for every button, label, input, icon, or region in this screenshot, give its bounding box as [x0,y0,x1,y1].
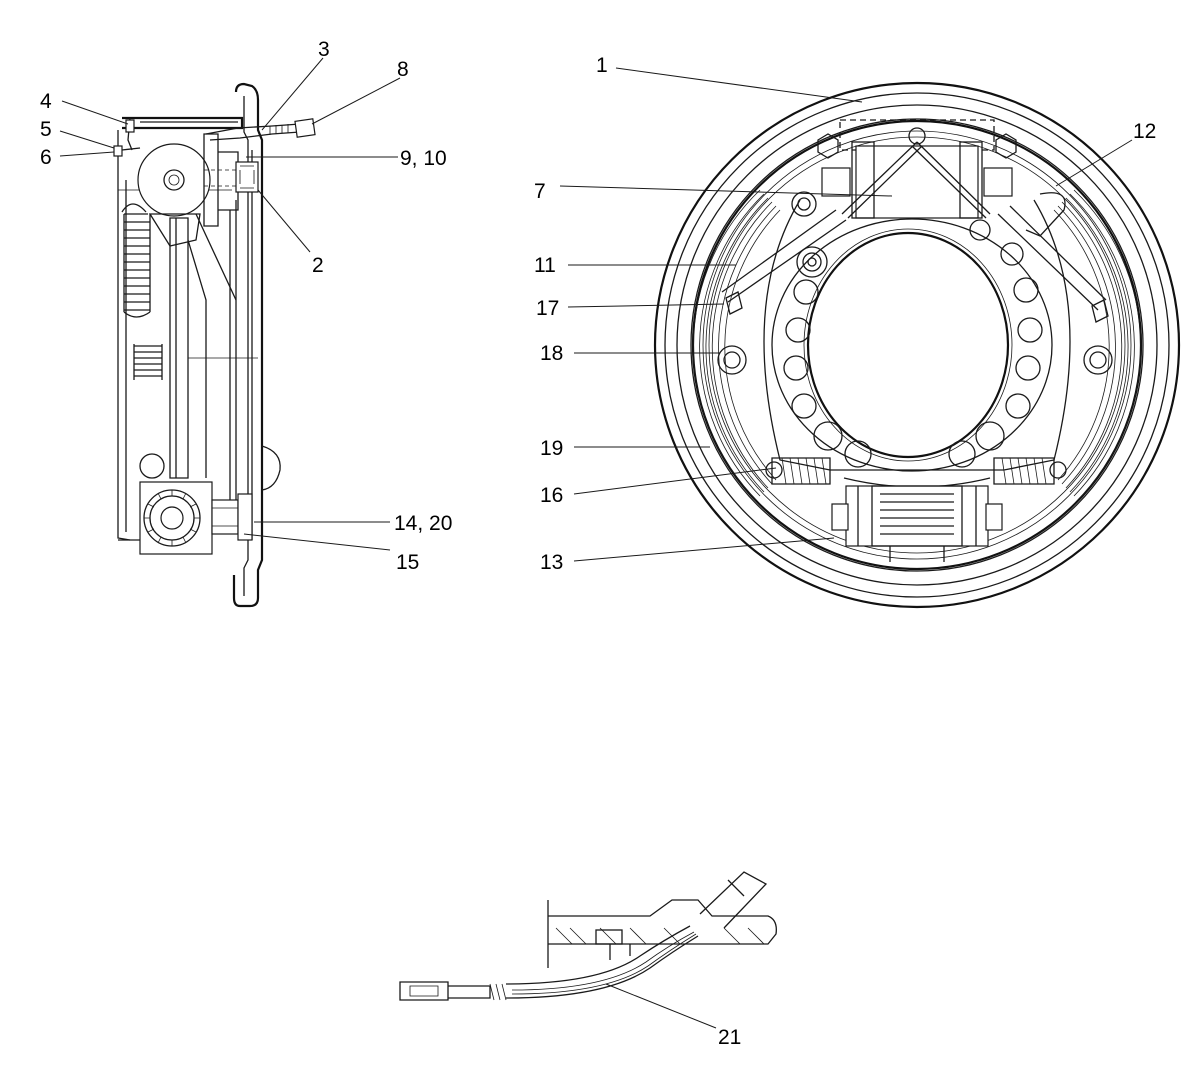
return-spring-upper [123,213,151,318]
adjuster-gear [143,489,201,547]
brake-lining-right [1053,189,1142,501]
callout-3: 3 [318,38,330,61]
front-view [653,81,1181,609]
callout-19: 19 [540,437,563,460]
callout-7: 7 [534,180,546,203]
callout-2: 2 [312,254,324,277]
callout-18: 18 [540,342,563,365]
small-spring [133,344,163,380]
callout-6: 6 [40,146,52,169]
callout-labels: 1 3 8 4 5 6 9, 10 2 7 12 11 17 18 19 16 … [40,38,1156,1049]
callout-4: 4 [40,90,52,113]
leader-lines [59,57,1133,1029]
callout-5: 5 [40,118,52,141]
callout-12: 12 [1133,120,1156,143]
bottom-spring-left [765,457,831,485]
brake-lining-left [692,189,781,501]
callout-8: 8 [397,58,409,81]
callout-13: 13 [540,551,563,574]
callout-1: 1 [596,54,608,77]
callout-21: 21 [718,1026,741,1049]
side-section-view [113,82,316,608]
adjuster-spring [880,493,954,535]
callout-14-20: 14, 20 [394,512,452,535]
callout-16: 16 [540,484,563,507]
bottom-spring-right [993,457,1067,485]
callout-17: 17 [536,297,559,320]
callout-11: 11 [534,254,556,277]
hub-bolt-holes [783,219,1043,468]
cable-detail-view [399,871,777,1001]
callout-15: 15 [396,551,419,574]
callout-9-10: 9, 10 [400,147,447,170]
